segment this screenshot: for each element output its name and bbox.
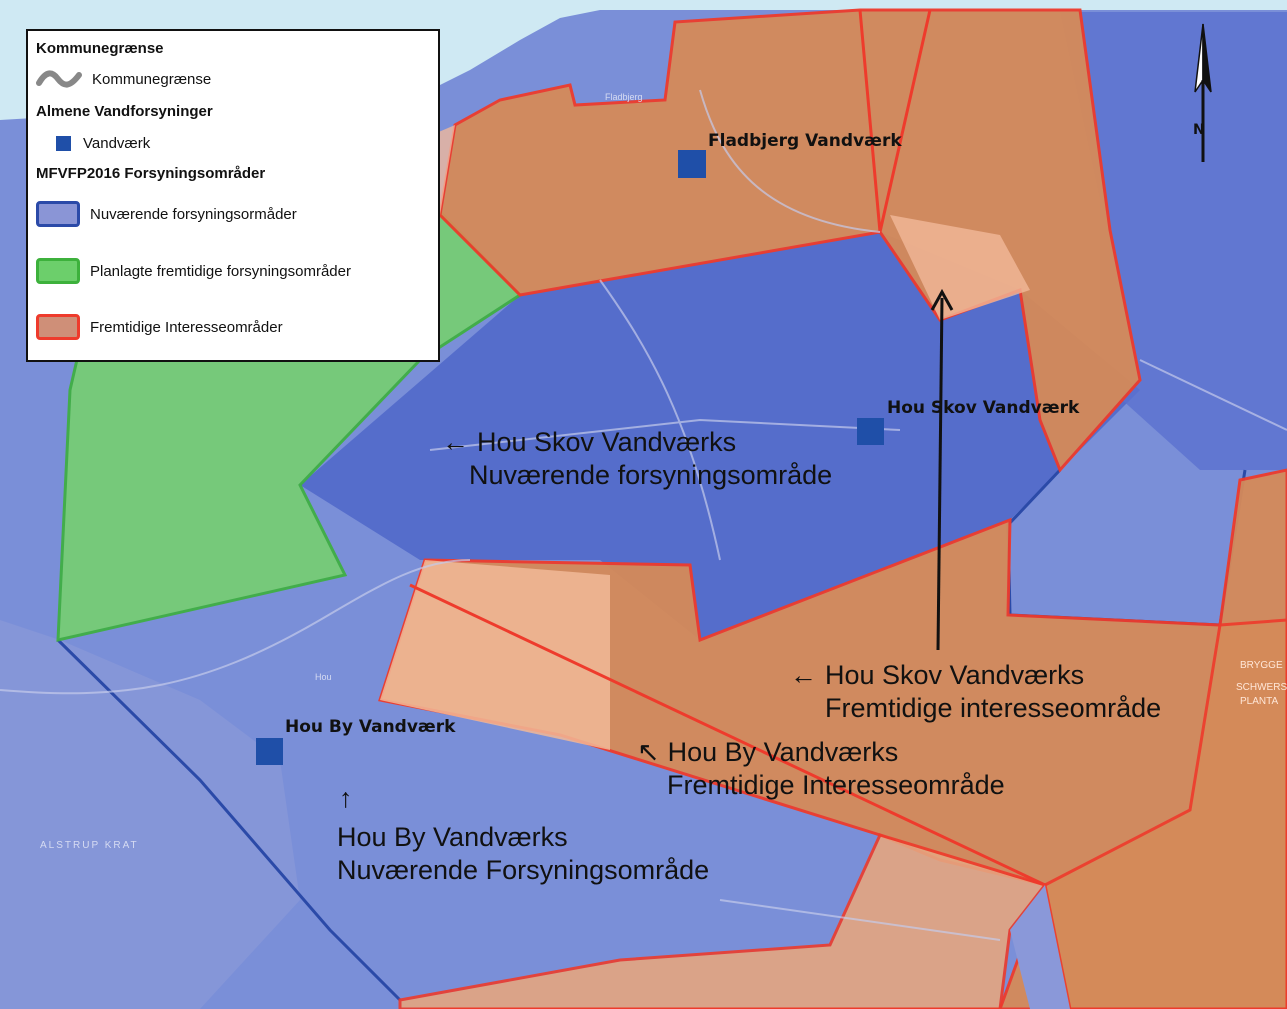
legend-item-current: Nuværende forsyningsormåder	[36, 198, 297, 230]
current-supply-dark-north	[300, 232, 1140, 640]
interest-division-1	[409, 583, 1046, 887]
annotation-long-arrowhead	[930, 288, 954, 311]
legend-group-supply-title: MFVFP2016 Forsyningsområder	[36, 165, 266, 182]
annotation-arrow-icon: ↑	[339, 783, 353, 813]
annotation-line2: Nuværende Forsyningsområde	[337, 855, 710, 885]
legend-label-interest: Fremtidige Interesseområder	[90, 318, 283, 336]
legend-group-waterworks-title: Almene Vandforsyninger	[36, 103, 213, 120]
legend-item-waterworks: Vandværk	[36, 127, 150, 159]
annotation-hou-by-interest: ↖Hou By Vandværks Fremtidige Interesseom…	[637, 736, 1005, 802]
legend-label-planned: Planlagte fremtidige forsyningsområder	[90, 262, 351, 280]
legend-label-waterworks: Vandværk	[83, 134, 151, 152]
interest-division-3	[878, 9, 932, 233]
legend-item-planned: Planlagte fremtidige forsyningsområder	[36, 255, 351, 287]
legend-item-municipal: Kommunegrænse	[36, 63, 211, 95]
interest-area-north	[438, 8, 1142, 473]
annotation-arrow-icon: ↖	[637, 737, 660, 767]
annotation-line1: Hou By Vandværks	[337, 822, 568, 852]
place-label-hou: Hou	[315, 672, 332, 682]
legend-label-municipal: Kommunegrænse	[92, 70, 212, 88]
interest-division-2	[858, 9, 882, 233]
annotation-arrow-icon: ←	[442, 427, 469, 457]
waterworks-square-icon	[56, 135, 71, 151]
annotation-line2: Nuværende forsyningsområde	[469, 460, 833, 490]
annotation-line1: Hou Skov Vandværks	[477, 427, 737, 457]
current-supply-dark-sw	[0, 620, 300, 1009]
place-label-brygge: BRYGGE	[1240, 660, 1283, 671]
interest-area-swatch-icon	[36, 314, 80, 340]
legend-group-municipal-title: Kommunegrænse	[36, 40, 164, 57]
waterworks-marker-fladbjerg[interactable]	[678, 150, 706, 178]
annotation-arrow-icon: ←	[790, 660, 817, 690]
municipal-border-icon	[36, 70, 82, 88]
waterworks-marker-hou-by[interactable]	[256, 738, 283, 765]
hou-by-current-border	[56, 638, 402, 1002]
map-legend: Kommunegrænse Kommunegrænse Almene Vandf…	[26, 29, 440, 362]
annotation-line1: Hou By Vandværks	[667, 737, 899, 767]
interest-area-east	[1043, 618, 1287, 1009]
planned-supply-swatch-icon	[36, 258, 80, 284]
waterworks-label-fladbjerg: Fladbjerg Vandværk	[708, 131, 902, 151]
annotation-hou-by-current: ↑ Hou By Vandværks Nuværende Forsyningso…	[337, 782, 709, 887]
north-arrow-icon: N	[1193, 23, 1212, 162]
north-label: N	[1193, 122, 1205, 138]
annotation-long-arrow	[936, 297, 944, 651]
place-label-schwers: SCHWERS	[1236, 682, 1287, 693]
annotation-line2: Fremtidige Interesseområde	[667, 770, 1005, 800]
interest-area-south-light	[380, 560, 610, 750]
current-supply-swatch-icon	[36, 201, 80, 227]
waterworks-label-hou-skov: Hou Skov Vandværk	[887, 398, 1080, 418]
current-supply-strip	[1010, 885, 1070, 1009]
place-label-fladbjerg: Fladbjerg	[605, 92, 643, 102]
annotation-line1: Hou Skov Vandværks	[825, 660, 1085, 690]
annotation-line2: Fremtidige interesseområde	[825, 693, 1162, 723]
waterworks-label-hou-by: Hou By Vandværk	[285, 717, 456, 737]
annotation-hou-skov-interest: ← Hou Skov Vandværks Fremtidige interesse…	[790, 659, 1161, 725]
legend-item-interest: Fremtidige Interesseområder	[36, 311, 283, 343]
annotation-hou-skov-current: ← Hou Skov Vandværks Nuværende forsynings…	[442, 426, 832, 492]
place-label-alstrup: ALSTRUP KRAT	[40, 840, 139, 851]
interest-area-northeast-light	[890, 215, 1030, 320]
legend-label-current: Nuværende forsyningsormåder	[90, 205, 297, 223]
place-label-plantage: PLANTA	[1240, 696, 1278, 707]
waterworks-marker-hou-skov[interactable]	[857, 418, 884, 445]
road-network	[0, 89, 1287, 941]
